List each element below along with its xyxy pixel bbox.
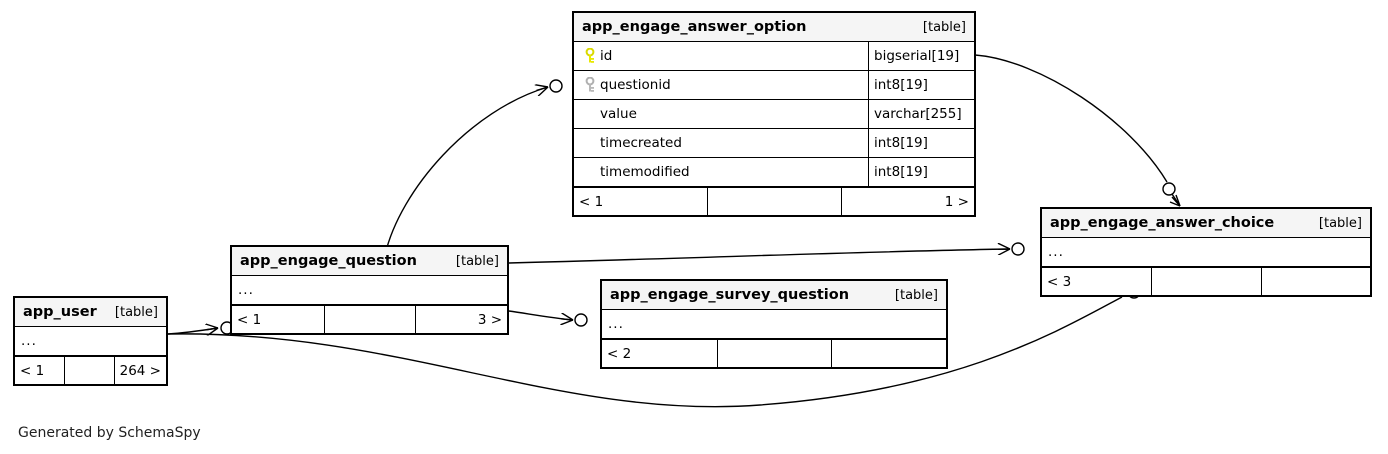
column-type-text: bigserial[19]: [868, 42, 974, 70]
column-name-text: value: [600, 106, 637, 122]
diagram-caption: Generated by SchemaSpy: [18, 425, 201, 441]
collapsed-columns-row[interactable]: ...: [232, 276, 507, 305]
footer-child-count[interactable]: 3 >: [415, 306, 507, 333]
collapsed-columns-row[interactable]: ...: [602, 310, 946, 339]
table-kind-label: [table]: [455, 253, 499, 269]
table-footer: < 3: [1042, 267, 1370, 295]
column-name-text: timemodified: [600, 164, 690, 180]
table-app-engage-answer-option[interactable]: app_engage_answer_option [table] id bigs…: [572, 11, 976, 217]
edge-question-to-answer-option: [384, 79, 563, 256]
footer-child-count[interactable]: [831, 340, 946, 367]
footer-middle: [716, 340, 832, 367]
table-app-engage-survey-question[interactable]: app_engage_survey_question [table] ... <…: [600, 279, 948, 369]
column-row-questionid[interactable]: questionid int8[19]: [574, 71, 974, 100]
column-type-text: int8[19]: [868, 129, 974, 157]
footer-middle: [1151, 268, 1260, 295]
column-name-cell: timecreated: [574, 129, 868, 157]
table-footer: < 2: [602, 339, 946, 367]
column-type-text: int8[19]: [868, 71, 974, 99]
table-header: app_engage_answer_option [table]: [574, 13, 974, 42]
edge-question-to-answer-choice: [508, 242, 1025, 264]
footer-parent-count[interactable]: < 3: [1047, 273, 1072, 290]
footer-middle: [323, 306, 416, 333]
footer-parent-count[interactable]: < 2: [607, 345, 632, 362]
edge-question-to-survey-question: [508, 310, 588, 327]
column-name-text: timecreated: [600, 135, 682, 151]
table-title: app_engage_question: [240, 253, 417, 269]
column-row-timecreated[interactable]: timecreated int8[19]: [574, 129, 974, 158]
edge-answer-option-to-answer-choice: [974, 54, 1181, 207]
column-name-text: id: [600, 48, 613, 64]
table-title: app_engage_survey_question: [610, 287, 850, 303]
table-footer: < 1 1 >: [574, 187, 974, 215]
edge-app-user-to-question: [167, 321, 234, 334]
table-header: app_user [table]: [15, 298, 166, 327]
footer-parent-count[interactable]: < 1: [237, 311, 262, 328]
table-header: app_engage_question [table]: [232, 247, 507, 276]
table-kind-label: [table]: [922, 19, 966, 35]
column-name-cell: questionid: [574, 71, 868, 99]
footer-middle: [64, 357, 113, 384]
table-title: app_engage_answer_option: [582, 19, 807, 35]
column-type-text: int8[19]: [868, 158, 974, 186]
collapsed-columns-row[interactable]: ...: [15, 327, 166, 356]
column-name-text: questionid: [600, 77, 671, 93]
foreign-key-icon: [580, 77, 600, 93]
footer-parent-count[interactable]: < 1: [579, 193, 604, 210]
footer-parent-count[interactable]: < 1: [20, 362, 45, 379]
footer-child-count[interactable]: 264 >: [113, 357, 166, 384]
column-row-id[interactable]: id bigserial[19]: [574, 42, 974, 71]
table-kind-label: [table]: [1318, 215, 1362, 231]
table-app-engage-answer-choice[interactable]: app_engage_answer_choice [table] ... < 3: [1040, 207, 1372, 297]
footer-child-count[interactable]: 1 >: [840, 188, 974, 215]
column-row-value[interactable]: value varchar[255]: [574, 100, 974, 129]
column-row-timemodified[interactable]: timemodified int8[19]: [574, 158, 974, 187]
footer-middle: [707, 188, 840, 215]
table-app-engage-question[interactable]: app_engage_question [table] ... < 1 3 >: [230, 245, 509, 335]
table-app-user[interactable]: app_user [table] ... < 1 264 >: [13, 296, 168, 386]
table-title: app_engage_answer_choice: [1050, 215, 1275, 231]
primary-key-icon: [580, 48, 600, 64]
table-title: app_user: [23, 304, 97, 320]
table-footer: < 1 3 >: [232, 305, 507, 333]
footer-child-count[interactable]: [1260, 268, 1370, 295]
collapsed-columns-row[interactable]: ...: [1042, 238, 1370, 267]
table-header: app_engage_survey_question [table]: [602, 281, 946, 310]
column-name-cell: timemodified: [574, 158, 868, 186]
table-kind-label: [table]: [894, 287, 938, 303]
column-type-text: varchar[255]: [868, 100, 974, 128]
table-kind-label: [table]: [114, 304, 158, 320]
table-footer: < 1 264 >: [15, 356, 166, 384]
column-name-cell: id: [574, 42, 868, 70]
table-header: app_engage_answer_choice [table]: [1042, 209, 1370, 238]
column-name-cell: value: [574, 100, 868, 128]
